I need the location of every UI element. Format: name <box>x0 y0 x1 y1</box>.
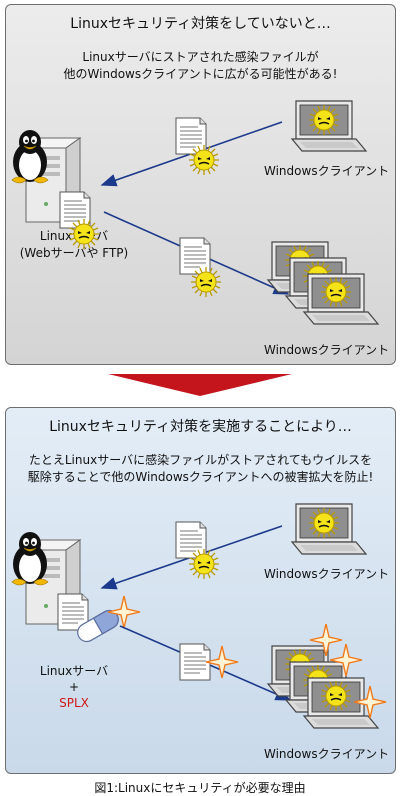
document-icon <box>59 191 91 229</box>
virus-icon <box>320 276 352 308</box>
top-client-single-label: Windowsクライアント <box>264 164 390 178</box>
virus-icon <box>308 104 340 136</box>
bottom-server-label: Linuxサーバ + SPLX <box>14 663 134 711</box>
bottom-panel-title: Linuxセキュリティ対策を実施することにより… <box>49 419 352 435</box>
top-client-group <box>267 241 379 325</box>
bottom-server-label-line1: Linuxサーバ <box>39 664 109 678</box>
sparkle-icon <box>205 645 239 679</box>
bottom-server-group <box>11 531 141 646</box>
virus-icon <box>188 548 220 580</box>
virus-icon <box>190 266 222 298</box>
top-panel-description: Linuxサーバにストアされた感染ファイルが 他のWindowsクライアントに広… <box>6 49 395 83</box>
document-icon <box>179 643 211 681</box>
bottom-client-single-label: Windowsクライアント <box>264 567 390 581</box>
bottom-client-group-label: Windowsクライアント <box>264 747 390 761</box>
virus-icon <box>320 680 352 712</box>
top-client-single <box>291 100 367 152</box>
bottom-server-label-product: SPLX <box>59 696 89 710</box>
document-icon <box>175 117 207 155</box>
top-desc-line1: Linuxサーバにストアされた感染ファイルが <box>82 50 319 64</box>
bottom-server-label-plus: + <box>68 680 80 694</box>
top-client-group-label: Windowsクライアント <box>264 343 390 357</box>
top-panel-title: Linuxセキュリティ対策をしていないと… <box>70 16 331 32</box>
top-server-group <box>11 129 100 250</box>
bottom-panel-description: たとえLinuxサーバに感染ファイルがストアされてもウイルスを 駆除することで他… <box>6 452 395 486</box>
bottom-client-group <box>267 623 387 729</box>
virus-icon <box>308 507 340 539</box>
top-desc-line2: 他のWindowsクライアントに広がる可能性がある! <box>63 67 338 81</box>
virus-icon <box>188 144 220 176</box>
virus-icon <box>68 218 100 250</box>
top-server-label-line2: (Webサーバや FTP) <box>19 246 129 260</box>
bottom-desc-line2: 駆除することで他のWindowsクライアントへの被害拡大を防止! <box>27 470 374 484</box>
document-icon <box>175 521 207 559</box>
bottom-desc-line1: たとえLinuxサーバに感染ファイルがストアされてもウイルスを <box>28 453 373 467</box>
figure-caption: 図1:Linuxにセキュリティが必要な理由 <box>94 781 306 795</box>
bottom-client-single <box>291 503 367 555</box>
transition-arrow <box>108 374 292 396</box>
